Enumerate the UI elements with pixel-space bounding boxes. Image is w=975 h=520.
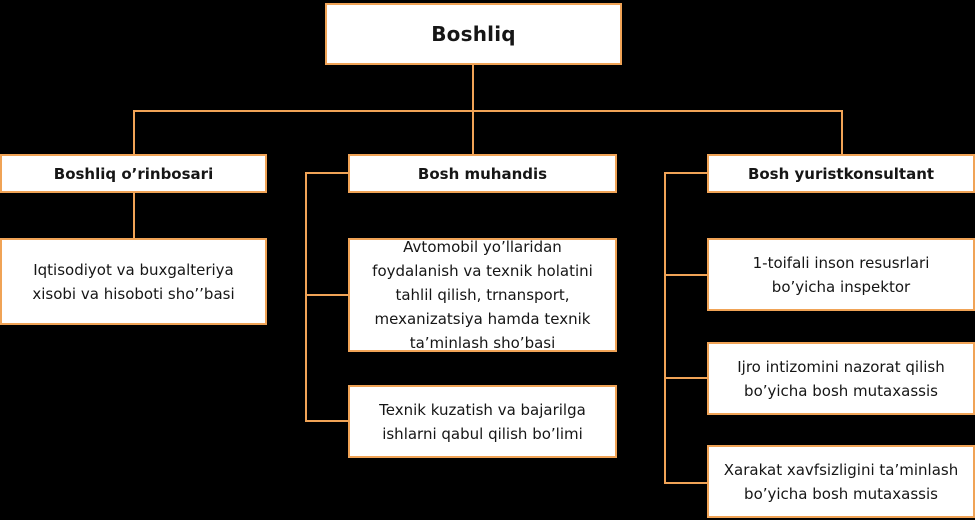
node-bosh-yuristkonsultant-label: Bosh yuristkonsultant [747,164,935,183]
node-iqtisodiyot-bolimi: Iqtisodiyot va buxgalteriya xisobi va hi… [0,238,267,325]
connector-top-rail [133,110,843,112]
node-iqtisodiyot-bolimi-label: Iqtisodiyot va buxgalteriya xisobi va hi… [32,260,235,303]
node-boshliq-orinbosari-label: Boshliq o’rinbosari [53,164,214,183]
connector-mid-stub-child2 [305,420,348,422]
node-bosh-yuristkonsultant: Bosh yuristkonsultant [707,154,975,193]
connector-right-rail [664,172,666,483]
node-xarakat-xavfsizligi-mutaxassis: Xarakat xavfsizligini ta’minlash bo’yich… [707,445,975,518]
connector-right-stub-child1 [664,274,707,276]
connector-right-stub-child2 [664,377,707,379]
node-avtomobil-shobasi: Avtomobil yo’llaridan foydalanish va tex… [348,238,617,352]
node-bosh-muhandis-label: Bosh muhandis [417,164,548,183]
node-bosh-muhandis: Bosh muhandis [348,154,617,193]
connector-mid-stub-head [305,172,348,174]
node-boshliq-orinbosari: Boshliq o’rinbosari [0,154,267,193]
connector-right-stub-child3 [664,482,707,484]
connector-mid-rail [305,172,307,422]
node-texnik-kuzatish-bolimi: Texnik kuzatish va bajarilga ishlarni qa… [348,385,617,458]
node-boshliq: Boshliq [325,3,622,65]
node-avtomobil-shobasi-label: Avtomobil yo’llaridan foydalanish va tex… [372,238,593,352]
connector-mid-stub-child1 [305,294,348,296]
connector-right-stub-head [664,172,707,174]
node-xarakat-xavfsizligi-mutaxassis-label: Xarakat xavfsizligini ta’minlash bo’yich… [723,460,959,503]
node-inson-resurslari-inspektor-label: 1-toifali inson resusrlari bo’yicha insp… [752,253,930,296]
connector-drop-left [133,110,135,154]
node-texnik-kuzatish-bolimi-label: Texnik kuzatish va bajarilga ishlarni qa… [379,400,586,443]
node-ijro-intizomi-mutaxassis: Ijro intizomini nazorat qilish bo’yicha … [707,342,975,415]
node-ijro-intizomi-mutaxassis-label: Ijro intizomini nazorat qilish bo’yicha … [737,357,945,400]
connector-left-child [133,193,135,238]
node-boshliq-label: Boshliq [431,22,516,46]
node-inson-resurslari-inspektor: 1-toifali inson resusrlari bo’yicha insp… [707,238,975,311]
connector-drop-mid [472,110,474,154]
connector-drop-right [841,110,843,154]
connector-root-drop [472,65,474,111]
